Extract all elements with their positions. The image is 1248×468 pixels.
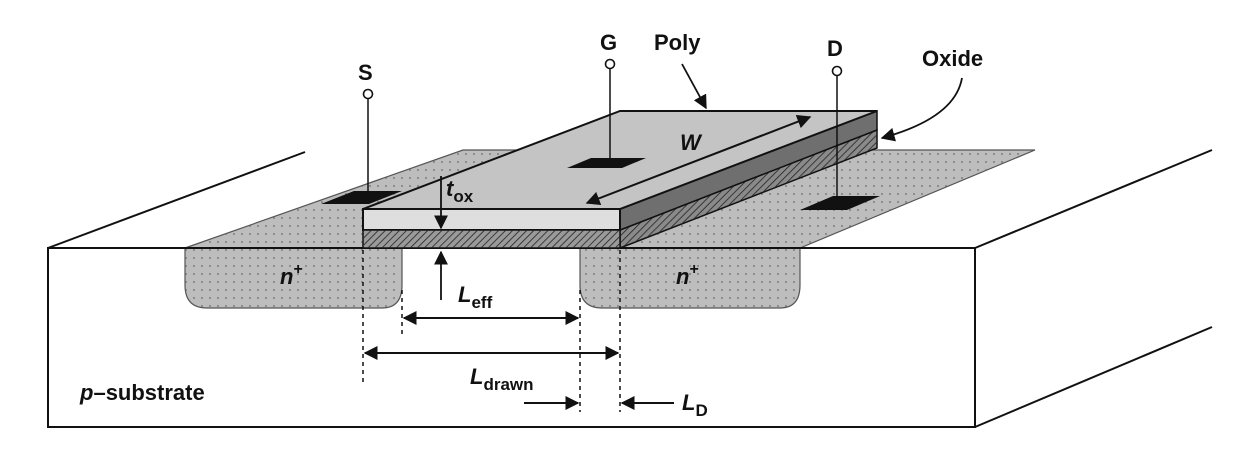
substrate-top-back-left-edge	[47, 151, 306, 249]
source-n-label: n	[280, 264, 293, 289]
leff-label: Leff	[458, 282, 493, 312]
gate-terminal-node	[604, 58, 616, 70]
drain-terminal	[831, 65, 843, 202]
width-label: W	[680, 130, 703, 155]
poly-front-face	[362, 208, 621, 231]
substrate-label-rest: –substrate	[93, 380, 204, 405]
ldrawn-label-subscript: drawn	[483, 375, 533, 394]
drain-plus-label: +	[689, 261, 698, 278]
drain-n-plus-label: n+	[676, 261, 699, 289]
source-contact	[321, 191, 402, 204]
oxide-front-hatch	[363, 230, 620, 248]
source-plus-label: +	[293, 261, 302, 278]
source-terminal-node	[362, 88, 374, 100]
substrate-label: p–substrate	[79, 380, 205, 405]
ld-label: LD	[682, 390, 708, 420]
leff-label-subscript: eff	[471, 293, 492, 312]
drain-contact	[800, 196, 880, 210]
poly-label: Poly	[654, 30, 701, 55]
leff-label-main: L	[458, 282, 471, 307]
oxide-callout-arrow	[880, 77, 963, 142]
ld-label-subscript: D	[695, 401, 707, 420]
substrate-label-p: p	[79, 380, 93, 405]
width-arrow	[585, 115, 812, 205]
drain-terminal-node	[831, 65, 843, 77]
source-terminal	[362, 88, 374, 198]
dimension-guides	[362, 250, 621, 412]
tox-label-main: t	[446, 176, 455, 201]
drain-label: D	[827, 36, 843, 61]
tox-label: tox	[446, 176, 474, 206]
ldrawn-label-main: L	[470, 364, 483, 389]
tox-label-subscript: ox	[453, 187, 473, 206]
substrate-bottom-right-edge	[974, 326, 1213, 428]
drain-n-plus-region	[579, 247, 801, 309]
substrate-top-right-edge	[974, 149, 1213, 249]
ldrawn-label: Ldrawn	[470, 364, 534, 394]
source-label: S	[358, 60, 373, 85]
source-n-plus-region	[184, 247, 403, 309]
source-n-plus-label: n+	[280, 261, 303, 289]
gate-label: G	[600, 30, 617, 55]
poly-callout-arrow	[681, 63, 707, 110]
oxide-label: Oxide	[922, 46, 983, 71]
ld-label-main: L	[682, 390, 695, 415]
drain-n-label: n	[676, 264, 689, 289]
